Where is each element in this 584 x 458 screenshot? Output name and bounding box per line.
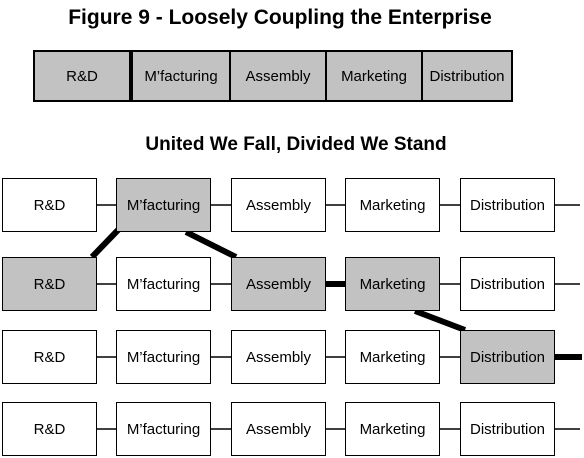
diagram-subtitle: United We Fall, Divided We Stand bbox=[145, 134, 447, 155]
grid-box-marketing-row-2: Marketing bbox=[345, 257, 440, 311]
grid-box-m-facturing-row-4: M’facturing bbox=[116, 402, 211, 456]
grid-box-distribution-row-4: Distribution bbox=[460, 402, 555, 456]
top-cell-manufacturing: M’facturing bbox=[129, 52, 229, 100]
grid-box-r-d-row-1: R&D bbox=[2, 178, 97, 232]
top-cell-rnd: R&D bbox=[35, 52, 129, 100]
grid-box-m-facturing-row-3: M’facturing bbox=[116, 330, 211, 384]
grid-box-r-d-row-3: R&D bbox=[2, 330, 97, 384]
grid-box-assembly-row-4: Assembly bbox=[231, 402, 326, 456]
grid-box-m-facturing-row-2: M’facturing bbox=[116, 257, 211, 311]
grid-box-distribution-row-3: Distribution bbox=[460, 330, 555, 384]
grid-box-marketing-row-4: Marketing bbox=[345, 402, 440, 456]
top-cell-marketing: Marketing bbox=[325, 52, 421, 100]
grid-box-assembly-row-1: Assembly bbox=[231, 178, 326, 232]
top-value-chain-bar: R&D M’facturing Assembly Marketing Distr… bbox=[33, 50, 513, 102]
grid-box-marketing-row-1: Marketing bbox=[345, 178, 440, 232]
top-cell-assembly: Assembly bbox=[229, 52, 325, 100]
grid-box-r-d-row-2: R&D bbox=[2, 257, 97, 311]
highlighted-path-link bbox=[184, 229, 238, 260]
grid-box-m-facturing-row-1: M’facturing bbox=[116, 178, 211, 232]
grid-box-marketing-row-3: Marketing bbox=[345, 330, 440, 384]
grid-box-r-d-row-4: R&D bbox=[2, 402, 97, 456]
grid-box-distribution-row-1: Distribution bbox=[460, 178, 555, 232]
highlighted-path-link bbox=[413, 308, 467, 333]
figure-title: Figure 9 - Loosely Coupling the Enterpri… bbox=[68, 6, 492, 29]
highlighted-path-link bbox=[89, 226, 122, 260]
grid-box-assembly-row-2: Assembly bbox=[231, 257, 326, 311]
grid-box-distribution-row-2: Distribution bbox=[460, 257, 555, 311]
top-cell-distribution: Distribution bbox=[421, 52, 511, 100]
grid-box-assembly-row-3: Assembly bbox=[231, 330, 326, 384]
